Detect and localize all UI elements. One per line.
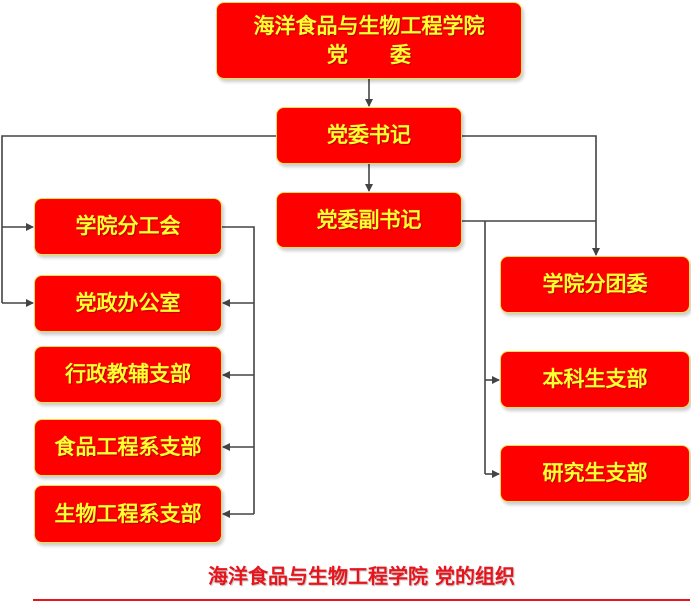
left-unit-box: 党政办公室 xyxy=(34,275,222,332)
deputy-secretary-box: 党委副书记 xyxy=(276,192,462,248)
secretary-label: 党委书记 xyxy=(327,123,411,148)
right-unit-box: 学院分团委 xyxy=(500,256,690,313)
party-committee-subtitle: 党 委 xyxy=(327,42,411,67)
right-unit-label: 学院分团委 xyxy=(542,272,648,297)
caption-divider xyxy=(33,599,690,601)
left-unit-label: 行政教辅支部 xyxy=(65,362,191,387)
right-unit-box: 研究生支部 xyxy=(500,445,690,502)
party-committee-title: 海洋食品与生物工程学院 xyxy=(253,14,485,39)
secretary-box: 党委书记 xyxy=(276,107,462,164)
right-unit-label: 本科生支部 xyxy=(542,367,648,392)
right-unit-box: 本科生支部 xyxy=(500,351,690,408)
right-unit-label: 研究生支部 xyxy=(542,461,648,486)
left-unit-box: 食品工程系支部 xyxy=(34,419,222,476)
left-unit-label: 生物工程系支部 xyxy=(54,501,202,526)
left-unit-box: 生物工程系支部 xyxy=(34,485,222,543)
left-unit-label: 学院分工会 xyxy=(75,214,181,239)
party-committee-box: 海洋食品与生物工程学院 党 委 xyxy=(216,2,522,79)
diagram-caption: 海洋食品与生物工程学院 党的组织 xyxy=(208,564,515,588)
left-unit-box: 学院分工会 xyxy=(34,198,222,255)
left-unit-label: 党政办公室 xyxy=(75,291,181,316)
deputy-secretary-label: 党委副书记 xyxy=(316,207,422,232)
left-unit-box: 行政教辅支部 xyxy=(34,346,222,403)
left-unit-label: 食品工程系支部 xyxy=(54,435,202,460)
